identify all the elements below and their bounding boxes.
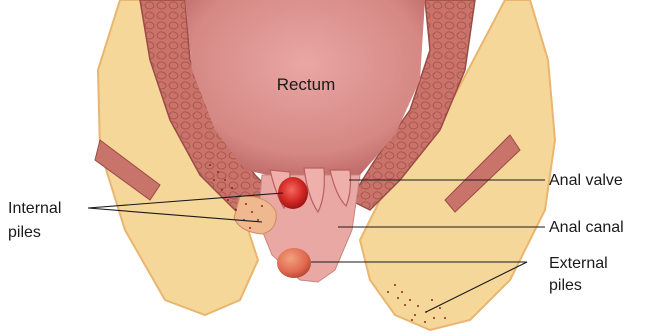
external-pile <box>277 248 311 278</box>
label-internal-piles-line2: piles <box>8 224 41 241</box>
label-anal-canal: Anal canal <box>549 219 624 236</box>
label-external-piles-line1: External <box>549 255 608 272</box>
label-external-piles-line2: piles <box>549 277 582 294</box>
label-internal-piles-line1: Internal <box>8 200 61 217</box>
label-rectum: Rectum <box>277 75 336 94</box>
label-anal-valve: Anal valve <box>549 172 623 189</box>
